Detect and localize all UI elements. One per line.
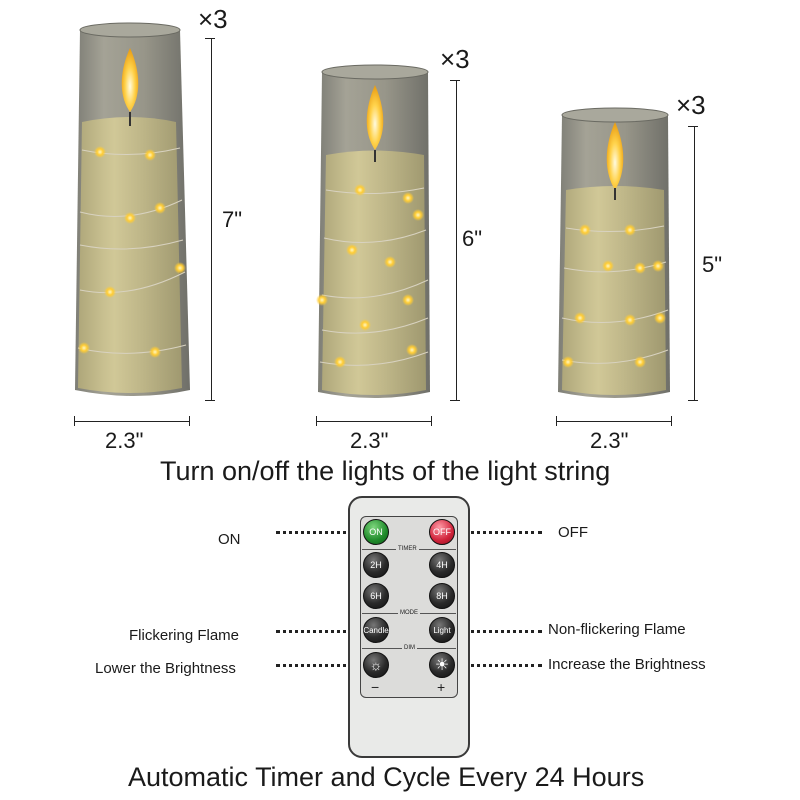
minus-label: − <box>371 679 380 695</box>
height-tick-top <box>205 38 215 39</box>
height-tick-bottom <box>450 400 460 401</box>
width-label: 2.3" <box>590 428 629 453</box>
width-tick-right <box>671 416 672 426</box>
callout-increase-brightness: Increase the Brightness <box>548 656 706 673</box>
height-tick-top <box>688 126 698 127</box>
height-tick-top <box>450 80 460 81</box>
timer-8h-button[interactable]: 8H <box>429 583 455 609</box>
callout-non-flickering: Non-flickering Flame <box>548 621 686 638</box>
candle-6in <box>316 64 430 398</box>
timer-6h-button[interactable]: 6H <box>363 583 389 609</box>
flame-icon <box>606 122 624 190</box>
width-label: 2.3" <box>105 428 144 453</box>
callout-leader <box>458 664 542 667</box>
quantity-label: ×3 <box>440 44 470 74</box>
mode-section-label: MODE <box>398 610 420 616</box>
candle-5in <box>558 107 670 398</box>
callout-flickering: Flickering Flame <box>129 627 240 644</box>
dim-up-button[interactable]: ☀ <box>429 652 455 678</box>
height-line <box>694 126 695 401</box>
dim-down-button[interactable]: ☼ <box>363 652 389 678</box>
candle-mode-button[interactable]: Candle <box>363 617 389 643</box>
width-line <box>74 421 190 422</box>
on-button[interactable]: ON <box>363 519 389 545</box>
width-tick-right <box>431 416 432 426</box>
headline-timer: Automatic Timer and Cycle Every 24 Hours <box>128 762 645 792</box>
callout-leader <box>276 664 360 667</box>
height-tick-bottom <box>688 400 698 401</box>
height-line <box>456 80 457 401</box>
flame-icon <box>366 85 384 150</box>
callout-off: OFF <box>558 524 588 541</box>
flame-icon <box>121 48 139 112</box>
headline-light-string: Turn on/off the lights of the light stri… <box>160 456 611 486</box>
dim-section-label: DIM <box>402 645 417 651</box>
height-label: 6" <box>462 226 483 251</box>
light-mode-button[interactable]: Light <box>429 617 455 643</box>
width-label: 2.3" <box>350 428 389 453</box>
width-tick-right <box>189 416 190 426</box>
timer-2h-button[interactable]: 2H <box>363 552 389 578</box>
sun-small-icon: ☼ <box>369 657 383 673</box>
height-tick-bottom <box>205 400 215 401</box>
callout-leader <box>458 630 542 633</box>
callout-leader <box>276 630 360 633</box>
callout-leader <box>458 531 542 534</box>
height-line <box>211 38 212 401</box>
off-button[interactable]: OFF <box>429 519 455 545</box>
quantity-label: ×3 <box>198 4 228 34</box>
candle-7in <box>75 22 190 396</box>
width-line <box>556 421 672 422</box>
candle-set-illustration <box>75 22 670 398</box>
width-line <box>316 421 432 422</box>
height-label: 5" <box>702 252 723 277</box>
callout-on: ON <box>218 531 241 548</box>
quantity-label: ×3 <box>676 90 706 120</box>
height-label: 7" <box>222 207 243 232</box>
plus-label: + <box>437 679 446 695</box>
callout-lower-brightness: Lower the Brightness <box>95 660 236 677</box>
sun-large-icon: ☀ <box>434 657 450 674</box>
timer-4h-button[interactable]: 4H <box>429 552 455 578</box>
callout-leader <box>276 531 360 534</box>
timer-section-label: TIMER <box>396 546 419 552</box>
